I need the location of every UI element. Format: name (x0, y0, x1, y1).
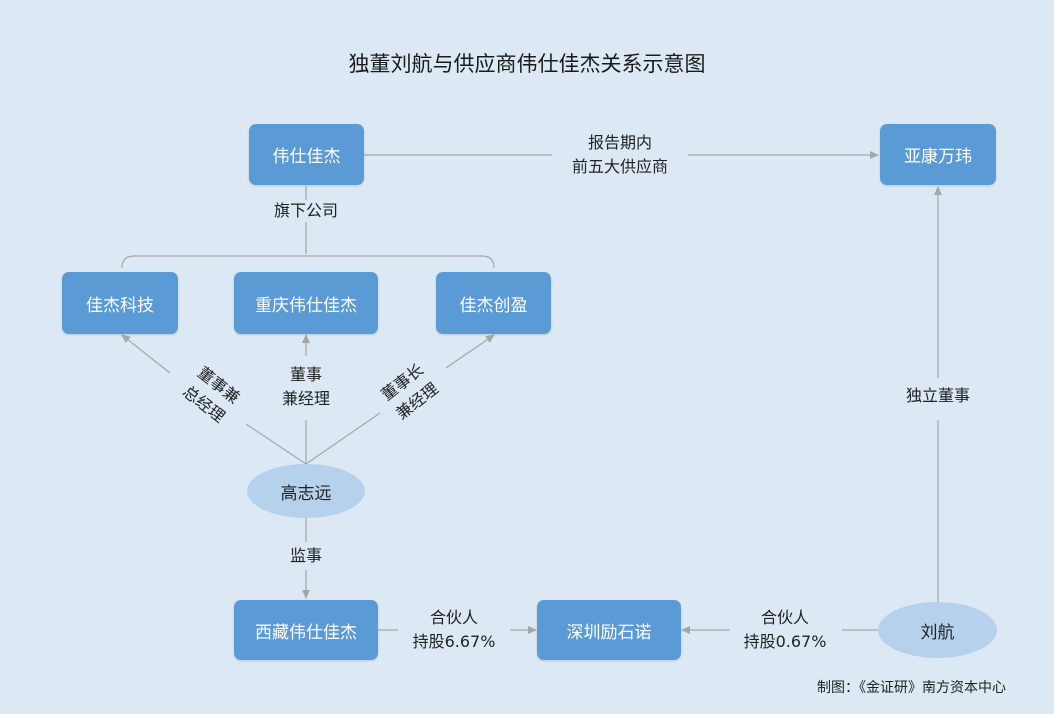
node-shenzhen-lishi: 深圳励石诺 (537, 600, 681, 660)
node-yakang-wanwei: 亚康万玮 (880, 124, 996, 185)
label-mid-role-line2: 兼经理 (281, 389, 330, 408)
node-xizang-weishi: 西藏伟仕佳杰 (234, 600, 378, 660)
node-jiajie-chuangying: 佳杰创盈 (436, 272, 551, 334)
label-supplier-line1: 报告期内 (587, 133, 652, 152)
role-edge-left-b (121, 334, 171, 374)
node-weishi-jiajie: 伟仕佳杰 (249, 124, 364, 185)
diagram-title: 独董刘航与供应商伟仕佳杰关系示意图 (348, 52, 706, 76)
role-edge-right-a (305, 412, 381, 465)
label-partner-right-line1: 合伙人 (760, 608, 809, 627)
node-liu-hang: 刘航 (878, 602, 997, 658)
label-partner-left: 合伙人 持股6.67% (396, 606, 512, 654)
label-partner-right-line2: 持股0.67% (743, 632, 827, 651)
role-edge-right-b (445, 334, 495, 369)
label-independent-director: 独立董事 (905, 386, 970, 405)
label-supplier: 报告期内 前五大供应商 (554, 131, 686, 179)
label-mid-role: 董事 兼经理 (266, 363, 346, 411)
label-supervisor: 监事 (289, 546, 322, 565)
chart-credit: 制图：《金证研》南方资本中心 (817, 680, 1006, 696)
node-chongqing-weishi: 重庆伟仕佳杰 (234, 272, 378, 334)
label-subsidiaries: 旗下公司 (273, 201, 338, 220)
node-jiajie-keji: 佳杰科技 (62, 272, 178, 334)
subsidiary-bracket (121, 255, 495, 269)
label-partner-left-line1: 合伙人 (429, 608, 478, 627)
label-supplier-line2: 前五大供应商 (571, 157, 668, 176)
role-edge-left-a (245, 423, 307, 465)
label-partner-right: 合伙人 持股0.67% (727, 606, 843, 654)
label-mid-role-line1: 董事 (289, 365, 322, 384)
node-gao-zhiyuan: 高志远 (247, 464, 365, 518)
label-partner-left-line2: 持股6.67% (412, 632, 496, 651)
